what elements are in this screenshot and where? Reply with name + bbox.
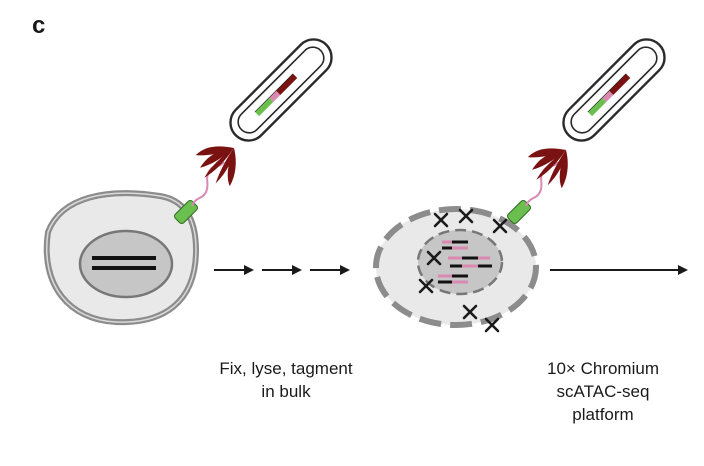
tn5-transposome-icon [174, 161, 225, 224]
caption-line: in bulk [261, 382, 311, 401]
linker [525, 161, 559, 207]
panel-label: c [32, 12, 46, 39]
permeabilized-membrane [373, 206, 539, 328]
antibody-tube-icon [188, 30, 341, 195]
tagmented-fragments [438, 240, 492, 284]
tn5-transposome-icon [507, 161, 559, 224]
lysed-cell [373, 206, 539, 333]
linker [191, 161, 225, 207]
nucleus [416, 228, 504, 296]
caption-line: platform [572, 405, 634, 424]
step-caption-fix-lyse-tagment: Fix, lyse, tagment in bulk [186, 357, 386, 403]
intact-cell [43, 190, 200, 326]
caption-line: Fix, lyse, tagment [219, 359, 353, 378]
antibody-tube-icon [520, 30, 674, 197]
step-caption-chromium-platform: 10× Chromium scATAC-seq platform [528, 357, 678, 426]
caption-line: scATAC-seq [556, 382, 650, 401]
caption-line: 10× Chromium [547, 359, 659, 378]
nucleus [78, 229, 174, 299]
